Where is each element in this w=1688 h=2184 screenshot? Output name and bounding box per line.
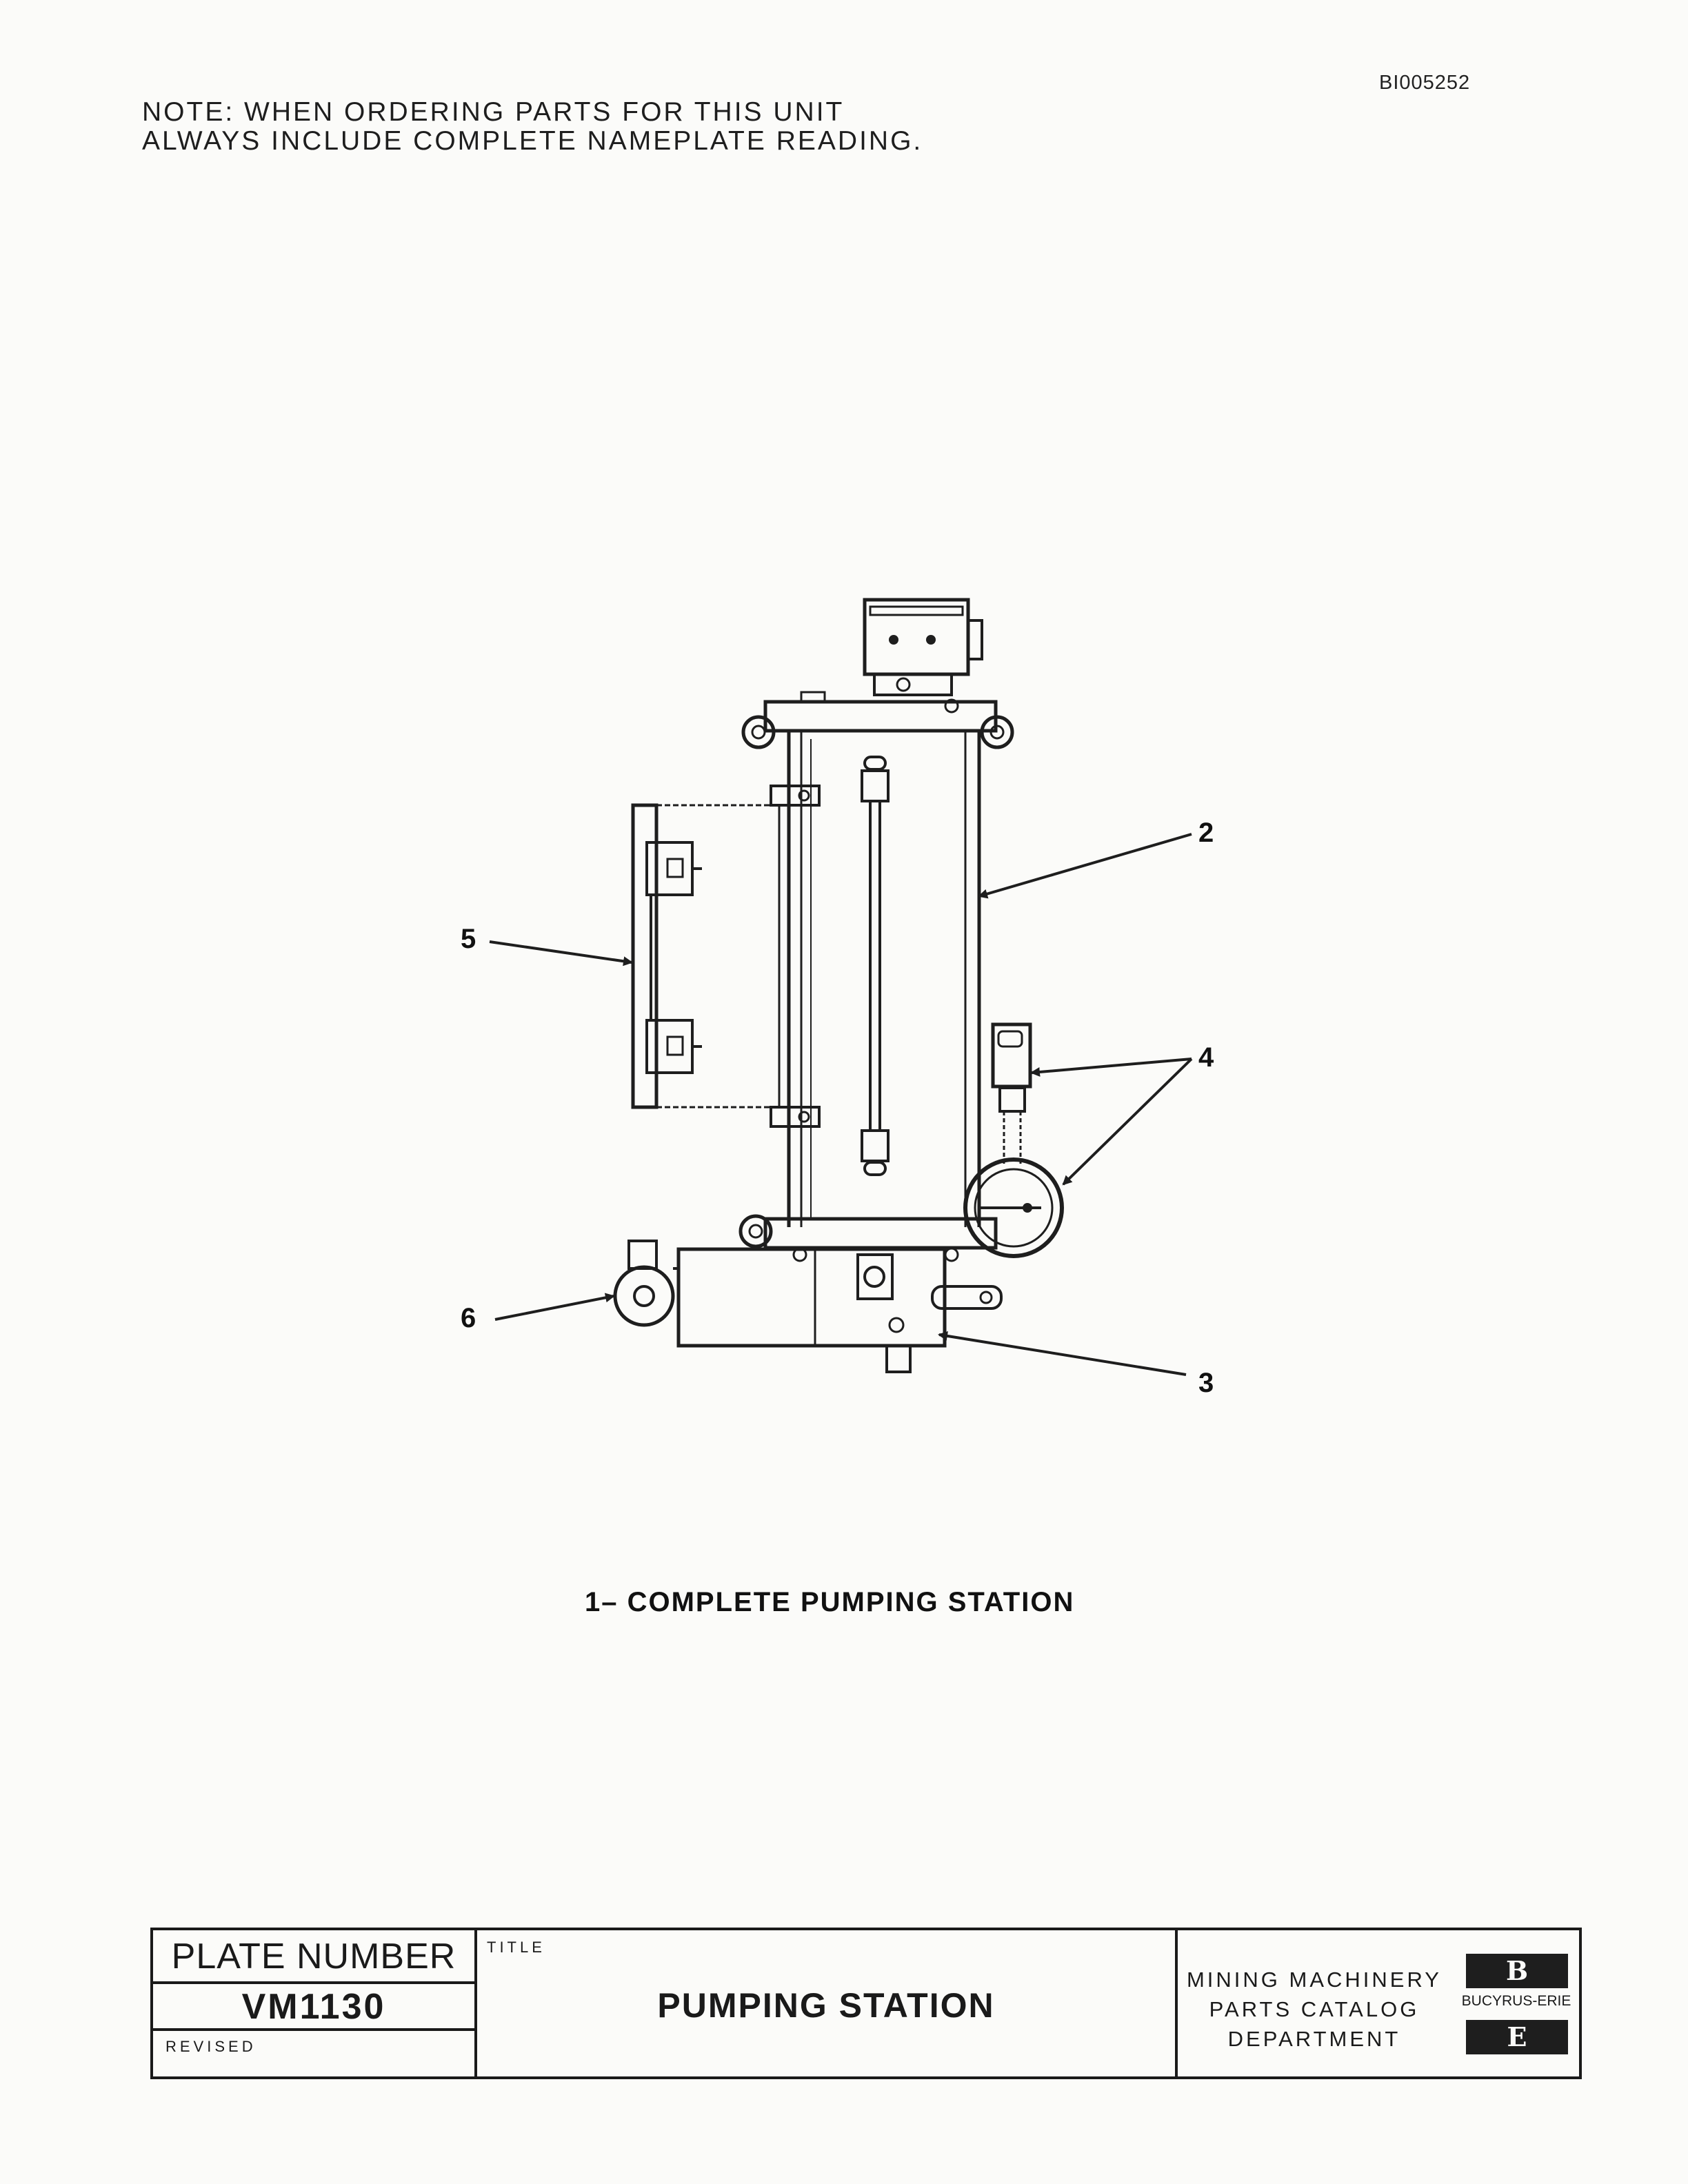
document-id: BI005252 [1379,72,1471,94]
mount-brackets [770,785,821,1128]
sight-gauge [861,756,890,1176]
plate-title: PUMPING STATION [657,1986,995,2025]
reservoir-tank [787,731,981,1227]
leader-arrows [489,833,1193,1376]
note-line-1: NOTE: WHEN ORDERING PARTS FOR THIS UNIT [142,97,845,127]
callout-3: 3 [1198,1368,1214,1398]
callout-4: 4 [1198,1042,1214,1073]
callout-2: 2 [1198,818,1214,848]
title-cell: TITLE PUMPING STATION [477,1930,1178,2076]
note-line-2: ALWAYS INCLUDE COMPLETE NAMEPLATE READIN… [142,126,923,156]
callout-6: 6 [461,1303,476,1333]
revised-label: REVISED [165,2038,257,2055]
logo-b-mark: B [1466,1954,1568,1988]
dept-line-1: MINING MACHINERY [1186,1968,1442,1992]
top-plate [741,691,1014,749]
logo-e-mark: E [1466,2020,1568,2054]
ordering-note: NOTE: WHEN ORDERING PARTS FOR THIS UNIT … [142,98,923,156]
filter-panel [631,803,771,1109]
department-cell: MINING MACHINERY PARTS CATALOG DEPARTMEN… [1178,1930,1579,2076]
callout-5: 5 [461,924,476,954]
bucyrus-erie-logo: B BUCYRUS-ERIE E [1459,1954,1574,2056]
plate-number-value: VM1130 [153,1984,474,2031]
title-block: PLATE NUMBER VM1130 REVISED TITLE PUMPIN… [150,1928,1582,2079]
pump-motor [676,1247,1003,1373]
dept-line-2: PARTS CATALOG [1209,1997,1420,2021]
figure-caption: 1– COMPLETE PUMPING STATION [585,1587,1075,1617]
logo-text: BUCYRUS-ERIE [1461,1993,1571,2009]
pressure-switch [991,1022,1032,1165]
dept-line-3: DEPARTMENT [1227,2027,1401,2051]
title-label: TITLE [487,1939,545,1956]
pressure-gauge [963,1157,1064,1258]
department-name: MINING MACHINERY PARTS CATALOG DEPARTMEN… [1178,1965,1451,2054]
pump-inlet [613,1240,679,1327]
junction-box [863,598,983,696]
plate-number-label: PLATE NUMBER [153,1930,474,1984]
plate-number-cell: PLATE NUMBER VM1130 REVISED [153,1930,477,2076]
